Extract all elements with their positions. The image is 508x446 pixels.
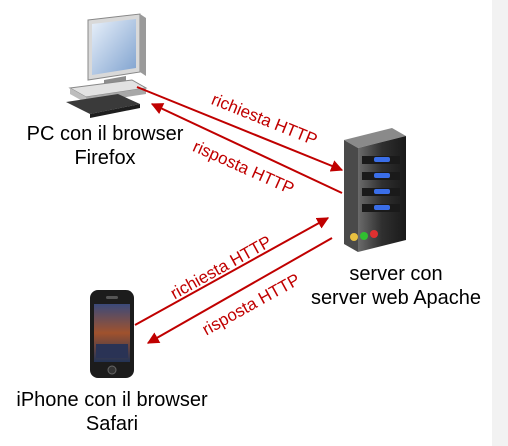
pc-label-line2: Firefox [74, 147, 136, 169]
arrow-iphone-response [146, 237, 333, 344]
server-label: server con server web Apache [296, 262, 496, 310]
right-margin-strip [492, 0, 508, 446]
pc-label-line1: PC con il browser [26, 123, 184, 145]
arrow-pc-response [150, 103, 343, 194]
iphone-label-line2: Safari [85, 413, 139, 435]
iphone-label: iPhone con il browser Safari [0, 388, 224, 436]
iphone-label-line1: iPhone con il browser [16, 389, 208, 411]
smartphone-icon [90, 290, 134, 378]
server-label-line1: server con [349, 263, 443, 285]
arrow-pc-request [136, 86, 344, 172]
server-label-line2: server web Apache [310, 287, 482, 309]
server-tower-icon [344, 128, 406, 252]
desktop-computer-icon [66, 13, 148, 118]
pc-label: PC con il browser Firefox [10, 122, 200, 170]
arrow-iphone-request [134, 217, 330, 326]
